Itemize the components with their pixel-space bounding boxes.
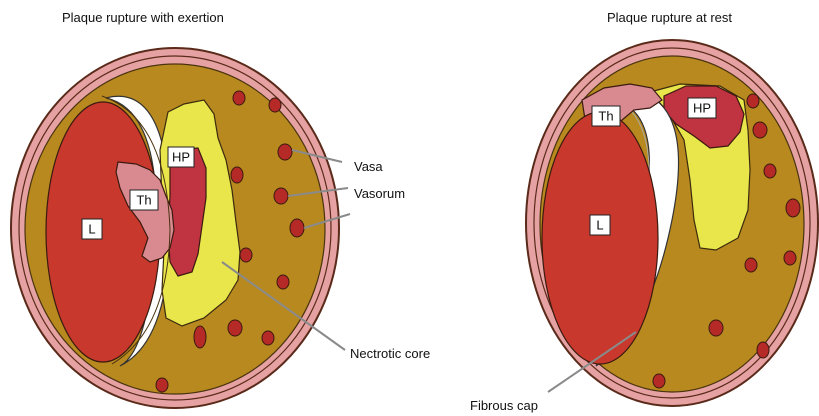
vasa-vasorum-vessel: [233, 91, 245, 105]
vasa-vasorum-vessel: [228, 320, 242, 336]
vasa-vasorum-vessel: [745, 258, 757, 272]
vasa-vasorum-vessel: [764, 164, 776, 178]
panel-rest: Plaque rupture at rest: [470, 10, 818, 413]
label-th: Th: [598, 108, 613, 123]
annotation-fibrous-cap: Fibrous cap: [470, 398, 538, 413]
panel-exertion-title: Plaque rupture with exertion: [62, 10, 224, 25]
vasa-vasorum-vessel: [747, 94, 759, 108]
label-l: L: [88, 221, 95, 236]
annotation-necrotic-core: Nectrotic core: [350, 346, 430, 361]
panel-rest-title: Plaque rupture at rest: [607, 10, 732, 25]
vasa-vasorum-vessel: [784, 251, 796, 265]
label-hp: HP: [172, 149, 190, 164]
vasa-vasorum-vessel: [274, 188, 288, 204]
panel-exertion: Plaque rupture with exertion: [11, 10, 430, 408]
vasa-vasorum-vessel: [290, 219, 304, 237]
vasa-vasorum-vessel: [156, 378, 168, 392]
label-l-box: L: [590, 215, 610, 235]
vasa-vasorum-vessel: [757, 342, 769, 358]
vasa-vasorum-vessel: [278, 144, 292, 160]
vasa-vasorum-vessel: [709, 320, 723, 336]
label-hp-box: HP: [168, 147, 194, 167]
vasa-vasorum-vessel: [240, 248, 252, 262]
label-hp: HP: [693, 100, 711, 115]
label-hp-box: HP: [688, 98, 716, 118]
vasa-vasorum-vessel: [653, 374, 665, 388]
vasa-vasorum-vessel: [194, 326, 206, 348]
label-th-box: Th: [130, 190, 158, 210]
label-l: L: [596, 217, 603, 232]
label-th-box: Th: [592, 106, 620, 126]
lumen: [542, 112, 658, 364]
vasa-vasorum-vessel: [786, 199, 800, 217]
label-l-box: L: [82, 219, 102, 239]
vasa-vasorum-vessel: [753, 122, 767, 138]
label-th: Th: [136, 192, 151, 207]
vasa-vasorum-vessel: [269, 98, 281, 112]
annotation-vasa: Vasa: [354, 159, 383, 174]
lumen: [46, 102, 160, 362]
annotation-vasorum: Vasorum: [354, 186, 405, 201]
vasa-vasorum-vessel: [277, 275, 289, 289]
vasa-vasorum-vessel: [262, 331, 274, 345]
vasa-vasorum-vessel: [231, 167, 243, 183]
